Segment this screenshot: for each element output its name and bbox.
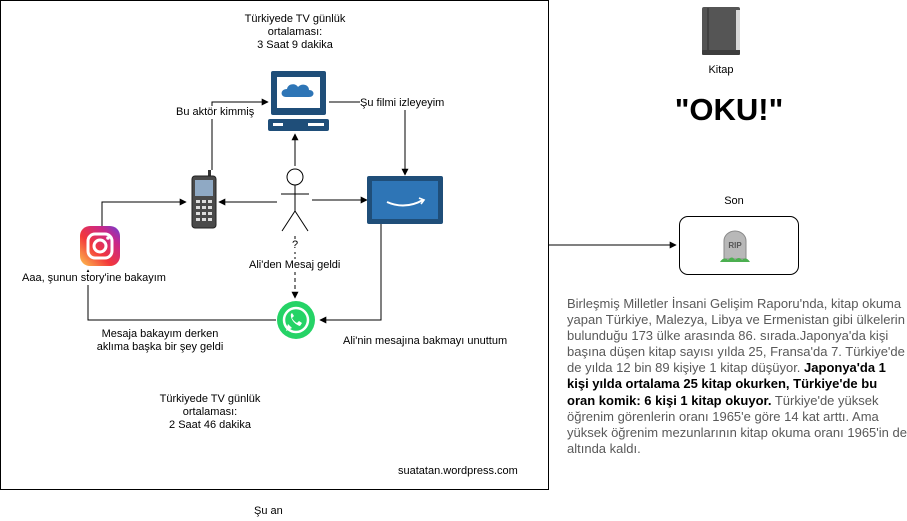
book-label: Kitap bbox=[708, 64, 734, 76]
info-paragraph: Birleşmiş Milletler İnsani Gelişim Rapor… bbox=[567, 296, 907, 457]
edge-tv-whatsapp bbox=[319, 224, 382, 324]
paragraph-bold: Japonya'da 1 kişi yılda ortalama 25 kita… bbox=[567, 360, 886, 408]
book-icon bbox=[702, 7, 740, 55]
label-story-look: Aaa, şunun story'ine bakayım bbox=[22, 272, 166, 285]
paragraph-rest: Türkiye'de yüksek öğrenim görenlerin ora… bbox=[567, 392, 907, 456]
tombstone-text: RIP bbox=[728, 241, 742, 250]
oku-heading: "OKU!" bbox=[674, 92, 784, 127]
diagram-frame bbox=[0, 0, 549, 490]
watermark: suatatan.wordpress.com bbox=[398, 465, 518, 477]
instagram-icon bbox=[80, 226, 120, 266]
computer-icon bbox=[268, 71, 329, 131]
mobile-phone-icon bbox=[191, 170, 217, 229]
top-stat-label: Türkiyede TV günlük ortalaması: 3 Saat 9… bbox=[244, 13, 346, 51]
end-label: Son bbox=[724, 195, 744, 207]
edge-computer-tv bbox=[329, 101, 409, 176]
edge-instagram-phone bbox=[101, 198, 187, 237]
label-forgot-reply: Ali'nin mesajına bakmayı unuttum bbox=[343, 335, 508, 347]
tombstone-icon: RIP bbox=[720, 230, 750, 262]
end-box: RIP bbox=[679, 216, 799, 275]
frame-caption: Şu an bbox=[254, 505, 283, 517]
tv-screen-icon bbox=[367, 176, 443, 224]
label-actor-question: Bu aktör kimmiş bbox=[176, 106, 255, 119]
edge-whatsapp-instagram bbox=[84, 269, 276, 321]
label-while-message: Mesaja bakayım derken aklıma başka bir ş… bbox=[96, 328, 224, 353]
paragraph-intro: Birleşmiş Milletler İnsani Gelişim Rapor… bbox=[567, 296, 905, 376]
bottom-stat-label: Türkiyede TV günlük ortalaması: 2 Saat 4… bbox=[159, 393, 261, 431]
edge-phone-computer bbox=[211, 98, 269, 170]
label-watching-film: Şu filmi izleyeyim bbox=[360, 97, 445, 110]
whatsapp-icon bbox=[277, 301, 315, 339]
label-message-came: Ali'den Mesaj geldi bbox=[249, 259, 341, 272]
stick-figure-icon bbox=[281, 168, 309, 232]
label-question-mark: ? bbox=[292, 239, 299, 252]
